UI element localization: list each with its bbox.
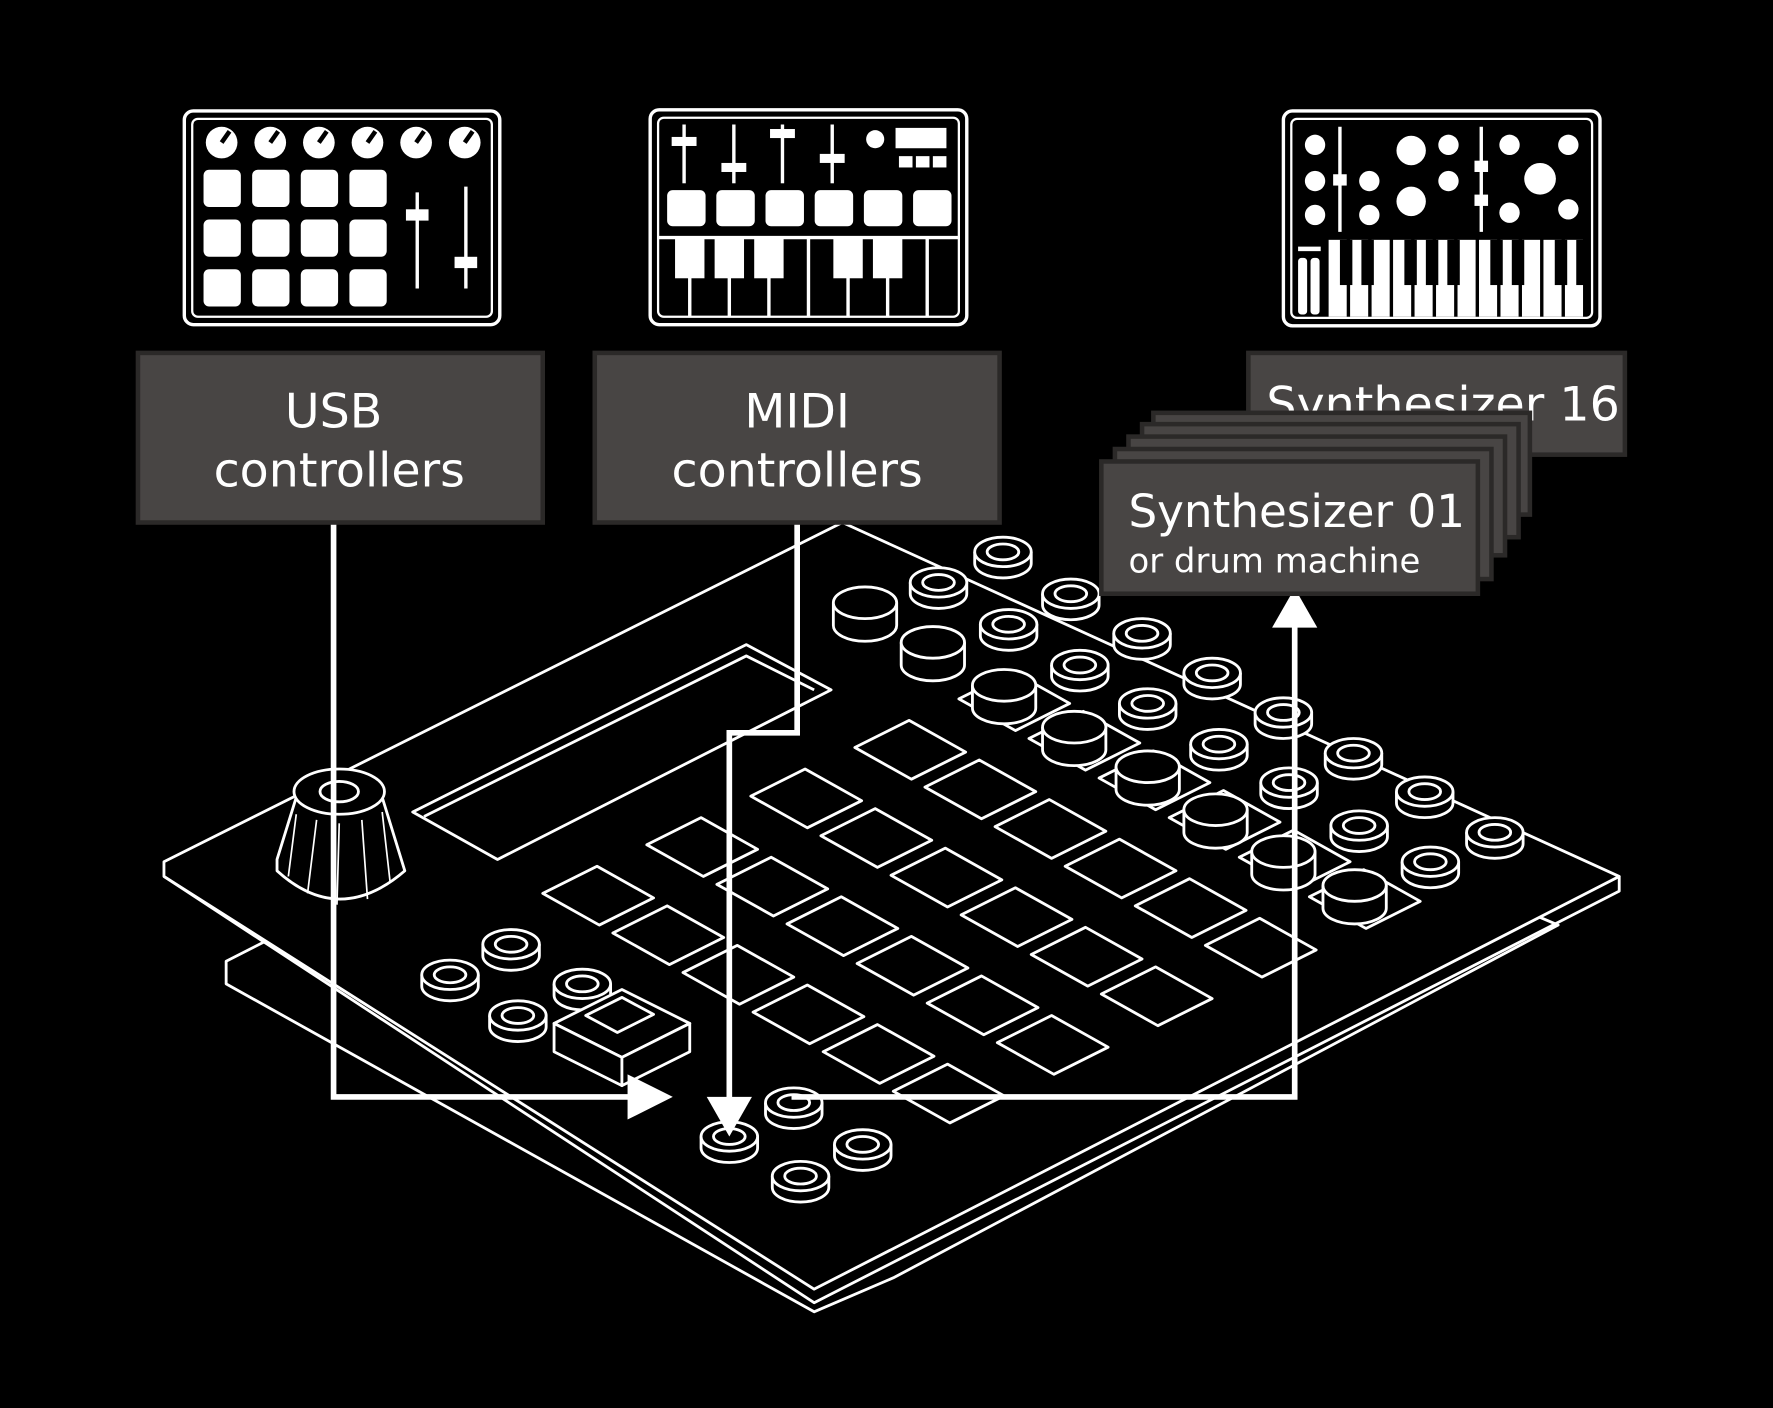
synth01-label-line1: Synthesizer 01 — [1128, 485, 1465, 538]
usb-arrowhead-icon — [627, 1074, 673, 1120]
pad — [923, 758, 1038, 821]
midi-label-line1: MIDI — [744, 385, 850, 440]
usb-label-line2: controllers — [214, 443, 465, 498]
main-knob — [275, 767, 407, 905]
pad — [1133, 877, 1248, 939]
usb-port — [552, 988, 692, 1088]
pad — [749, 767, 864, 830]
midi-line — [726, 522, 800, 1103]
pad — [751, 983, 866, 1046]
pad — [1099, 965, 1214, 1028]
pad — [1063, 837, 1178, 900]
pad — [889, 846, 1004, 909]
pad — [1029, 925, 1144, 988]
midi-label-line2: controllers — [672, 443, 923, 498]
synth01-label-line2: or drum machine — [1128, 541, 1420, 580]
usb-line — [330, 522, 639, 1100]
pad — [925, 974, 1040, 1037]
pad — [995, 1014, 1110, 1076]
midi-arrowhead-icon — [706, 1096, 752, 1137]
pad — [853, 718, 968, 781]
usb-controller-icon — [182, 109, 502, 327]
pad — [541, 864, 655, 927]
midi-controllers-label: MIDI controllers — [592, 350, 1002, 525]
pad — [855, 934, 970, 997]
pad — [959, 886, 1074, 948]
connection-lines — [330, 522, 1298, 1103]
pad — [611, 904, 726, 967]
pad — [1203, 916, 1318, 979]
output-line — [791, 622, 1298, 1100]
button-row — [831, 585, 1388, 926]
synthesizer-01-label: Synthesizer 01 or drum machine — [1099, 459, 1481, 597]
pad — [821, 1023, 936, 1085]
usb-controllers-label: USB controllers — [135, 350, 546, 525]
pad — [819, 807, 934, 869]
pad — [715, 855, 830, 918]
output-arrowhead-icon — [1272, 588, 1318, 628]
synthesizer-icon — [1281, 109, 1602, 328]
midi-controller-icon — [648, 108, 969, 327]
display-window — [411, 643, 833, 861]
pad — [993, 798, 1108, 860]
usb-label-line1: USB — [285, 385, 382, 440]
pad — [681, 943, 796, 1006]
pad — [785, 895, 900, 958]
